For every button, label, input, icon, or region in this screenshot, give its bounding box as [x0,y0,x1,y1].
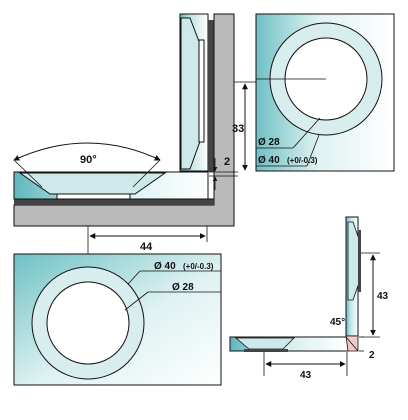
diameter-outer-top-label: Ø 40 [258,155,280,166]
horizontal-hinge-cap [18,172,167,195]
dimension-43-horizontal: 43 [263,352,348,381]
vertical-hinge-plate [198,39,205,143]
dimension-33: 33 [232,81,256,171]
dimension-2-right: 2 [359,336,375,361]
dimension-2-right-label: 2 [369,350,375,361]
horizontal-metal-strip [14,199,214,205]
dimension-43-horizontal-label: 43 [300,370,312,381]
angle-90-label: 90° [80,154,97,166]
tolerance-top-label: (+0/-0.3) [287,156,318,165]
dimension-2-top: 2 [209,156,238,190]
hinge-section-main [13,13,235,227]
diameter-inner-top-label: Ø 28 [258,137,280,148]
diameter-inner-bottom-label: Ø 28 [172,282,194,293]
dimension-2-top-label: 2 [224,156,230,168]
glass-hole-detail-bottom: Ø 40 (+0/-0.3) Ø 28 [13,253,222,386]
tolerance-bottom-label: (+0/-0.3) [183,262,214,271]
hole-inner-bottom [46,281,130,365]
dimension-43-vertical: 43 [361,252,389,338]
vertical-metal-strip [208,20,214,172]
angle-90-annotation: 90° [13,142,161,188]
glass-hole-detail-top: Ø 28 Ø 40 (+0/-0.3) [255,13,395,172]
dimension-43-vertical-label: 43 [377,291,389,302]
hinge-section-45: 45° [229,216,361,352]
angle-45-label: 45° [330,317,345,328]
dimension-44-label: 44 [140,241,153,253]
horizontal-hinge-plate [56,193,131,200]
dimension-33-label: 33 [232,123,244,135]
diameter-outer-bottom-label: Ø 40 [154,261,176,272]
